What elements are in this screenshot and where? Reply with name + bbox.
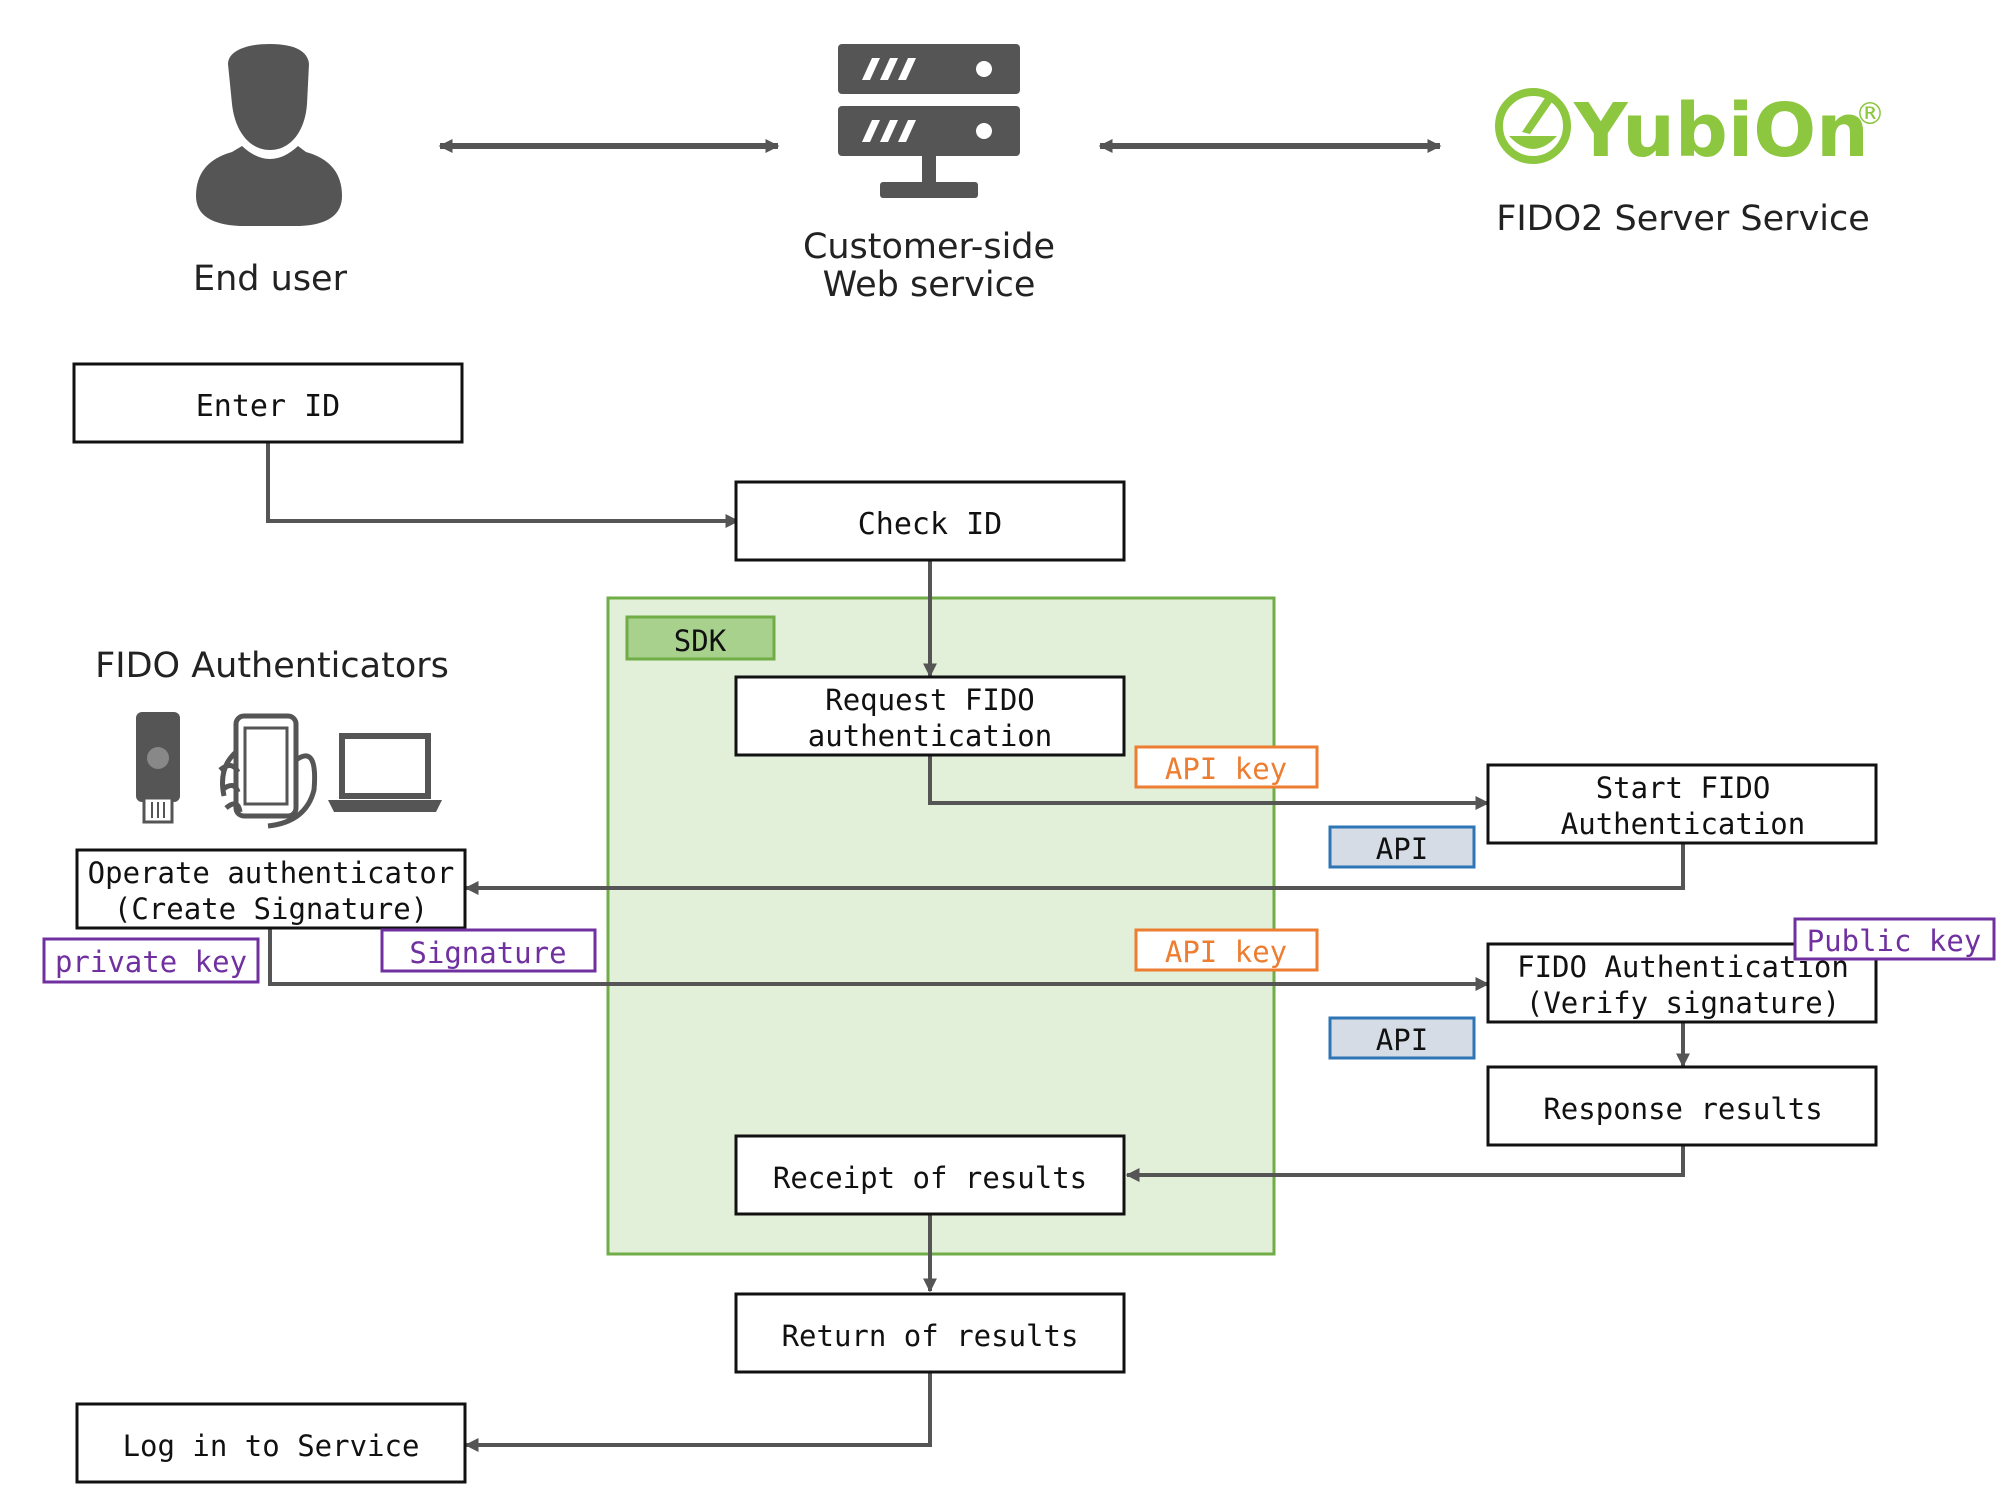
web-service-label-line1: Customer-side <box>803 227 1055 267</box>
web-service-label-line2: Web service <box>823 265 1036 305</box>
api-tag-2-label: API <box>1376 1023 1428 1057</box>
start-fido-label-line2: Authentication <box>1561 807 1805 841</box>
private-key-tag: private key <box>42 937 260 984</box>
return-results-label: Return of results <box>782 1319 1079 1353</box>
request-fido-label-line1: Request FIDO <box>825 683 1035 717</box>
check-id-box: Check ID <box>734 480 1126 562</box>
yubion-logo: YubiOn ® <box>1495 88 1885 174</box>
request-fido-box: Request FIDO authentication <box>734 675 1126 757</box>
operate-authenticator-box: Operate authenticator (Create Signature) <box>75 848 467 930</box>
brand-registered-mark: ® <box>1855 97 1885 132</box>
fido2-server-label: FIDO2 Server Service <box>1496 199 1870 239</box>
signature-tag-label: Signature <box>409 936 566 970</box>
start-fido-box: Start FIDO Authentication <box>1486 763 1878 845</box>
log-in-label: Log in to Service <box>123 1429 420 1463</box>
start-fido-label-line1: Start FIDO <box>1596 771 1771 805</box>
enter-id-label: Enter ID <box>196 389 341 424</box>
public-key-tag: Public key <box>1793 917 1996 961</box>
log-in-box: Log in to Service <box>75 1402 467 1484</box>
sdk-tag-label: SDK <box>674 624 727 658</box>
api-tag-2: API <box>1328 1016 1476 1060</box>
response-results-label: Response results <box>1543 1092 1822 1126</box>
sdk-tag <box>625 615 776 661</box>
smartphone-in-hand-icon <box>218 713 318 829</box>
return-to-login-arrow <box>464 1373 932 1452</box>
laptop-icon <box>328 733 442 812</box>
brand-name: YubiOn <box>1573 88 1869 174</box>
api-tag-1: API <box>1328 825 1476 869</box>
operate-label-line2: (Create Signature) <box>114 892 428 926</box>
check-id-label: Check ID <box>858 507 1003 542</box>
start-to-operate-arrow <box>464 843 1685 895</box>
enter-id-box: Enter ID <box>72 362 464 444</box>
api-key-tag-2: API key <box>1134 928 1319 972</box>
server-icon <box>838 44 1020 198</box>
receipt-results-label: Receipt of results <box>773 1161 1087 1195</box>
api-tag-1-label: API <box>1376 832 1428 866</box>
fido-authenticators-title: FIDO Authenticators <box>95 646 449 686</box>
security-key-icon <box>136 712 180 824</box>
user-icon <box>196 44 342 226</box>
return-results-box: Return of results <box>734 1292 1126 1374</box>
request-to-start-arrow <box>928 756 1490 810</box>
private-key-tag-label: private key <box>55 945 247 979</box>
response-to-receipt-arrow <box>1125 1145 1685 1182</box>
request-fido-label-line2: authentication <box>808 719 1052 753</box>
public-key-tag-label: Public key <box>1807 924 1982 958</box>
api-key-tag-1-label: API key <box>1165 752 1287 786</box>
end-user-label: End user <box>193 259 348 299</box>
yubion-logo-icon <box>1495 88 1571 164</box>
api-key-tag-2-label: API key <box>1165 935 1287 969</box>
api-key-tag-1: API key <box>1134 745 1319 789</box>
enter-to-check-arrow <box>266 442 740 528</box>
operate-label-line1: Operate authenticator <box>88 856 455 890</box>
operate-to-verify-arrow <box>268 929 1490 991</box>
receipt-results-box: Receipt of results <box>734 1134 1126 1216</box>
fido-auth-label-line2: (Verify signature) <box>1526 986 1840 1020</box>
response-results-box: Response results <box>1486 1065 1878 1147</box>
signature-tag: Signature <box>380 928 597 973</box>
